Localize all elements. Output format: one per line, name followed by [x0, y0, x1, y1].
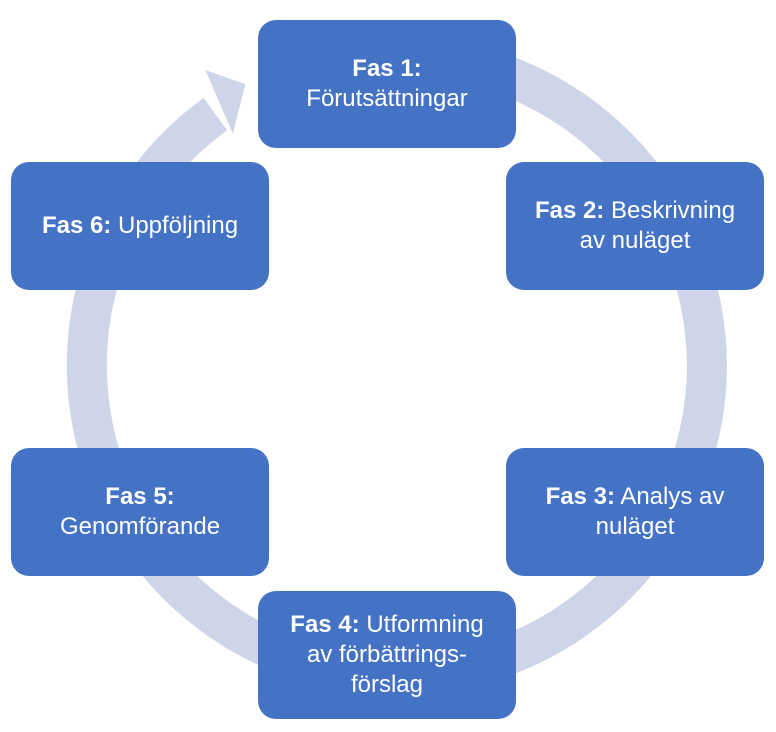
- phase-3-line-1: Analys av: [614, 483, 725, 510]
- phase-2-number: Fas 2:: [534, 197, 605, 224]
- phase-6-label: Fas 6: Uppföljning: [42, 211, 238, 241]
- phase-4-label: Fas 4: Utformning av förbättrings-förslag: [290, 610, 483, 700]
- phase-4-line-1: Utformning: [359, 611, 484, 638]
- phase-3-number: Fas 3:: [545, 483, 615, 510]
- phase-box-4: Fas 4: Utformning av förbättrings-förslag: [258, 591, 516, 719]
- phase-1-label: Fas 1: Förutsättningar: [306, 54, 467, 114]
- phase-4-line-3: förslag: [350, 671, 424, 698]
- phase-6-line-1: Uppföljning: [111, 212, 239, 239]
- phase-1-line-2: Förutsättningar: [306, 85, 468, 112]
- phase-2-line-1: Beskrivning: [604, 197, 736, 224]
- phase-4-line-2: av förbättrings-: [306, 641, 468, 668]
- phase-5-label: Fas 5: Genomförande: [60, 482, 220, 542]
- phase-3-label: Fas 3: Analys av nuläget: [546, 482, 725, 542]
- phase-3-line-2: nuläget: [595, 513, 675, 540]
- phase-4-number: Fas 4:: [290, 611, 360, 638]
- cycle-ring-track: [66, 35, 727, 696]
- phase-1-number: Fas 1:: [352, 55, 422, 82]
- phase-5-number: Fas 5:: [105, 483, 175, 510]
- phase-6-number: Fas 6:: [41, 212, 112, 239]
- phase-box-5: Fas 5: Genomförande: [11, 448, 269, 576]
- phase-box-3: Fas 3: Analys av nuläget: [506, 448, 764, 576]
- phase-2-label: Fas 2: Beskrivning av nuläget: [535, 196, 735, 256]
- phase-box-1: Fas 1: Förutsättningar: [258, 20, 516, 148]
- phase-5-line-2: Genomförande: [59, 513, 221, 540]
- cycle-arrowhead-icon: [205, 70, 246, 134]
- phase-box-2: Fas 2: Beskrivning av nuläget: [506, 162, 764, 290]
- phase-box-6: Fas 6: Uppföljning: [11, 162, 269, 290]
- phase-2-line-2: av nuläget: [579, 227, 691, 254]
